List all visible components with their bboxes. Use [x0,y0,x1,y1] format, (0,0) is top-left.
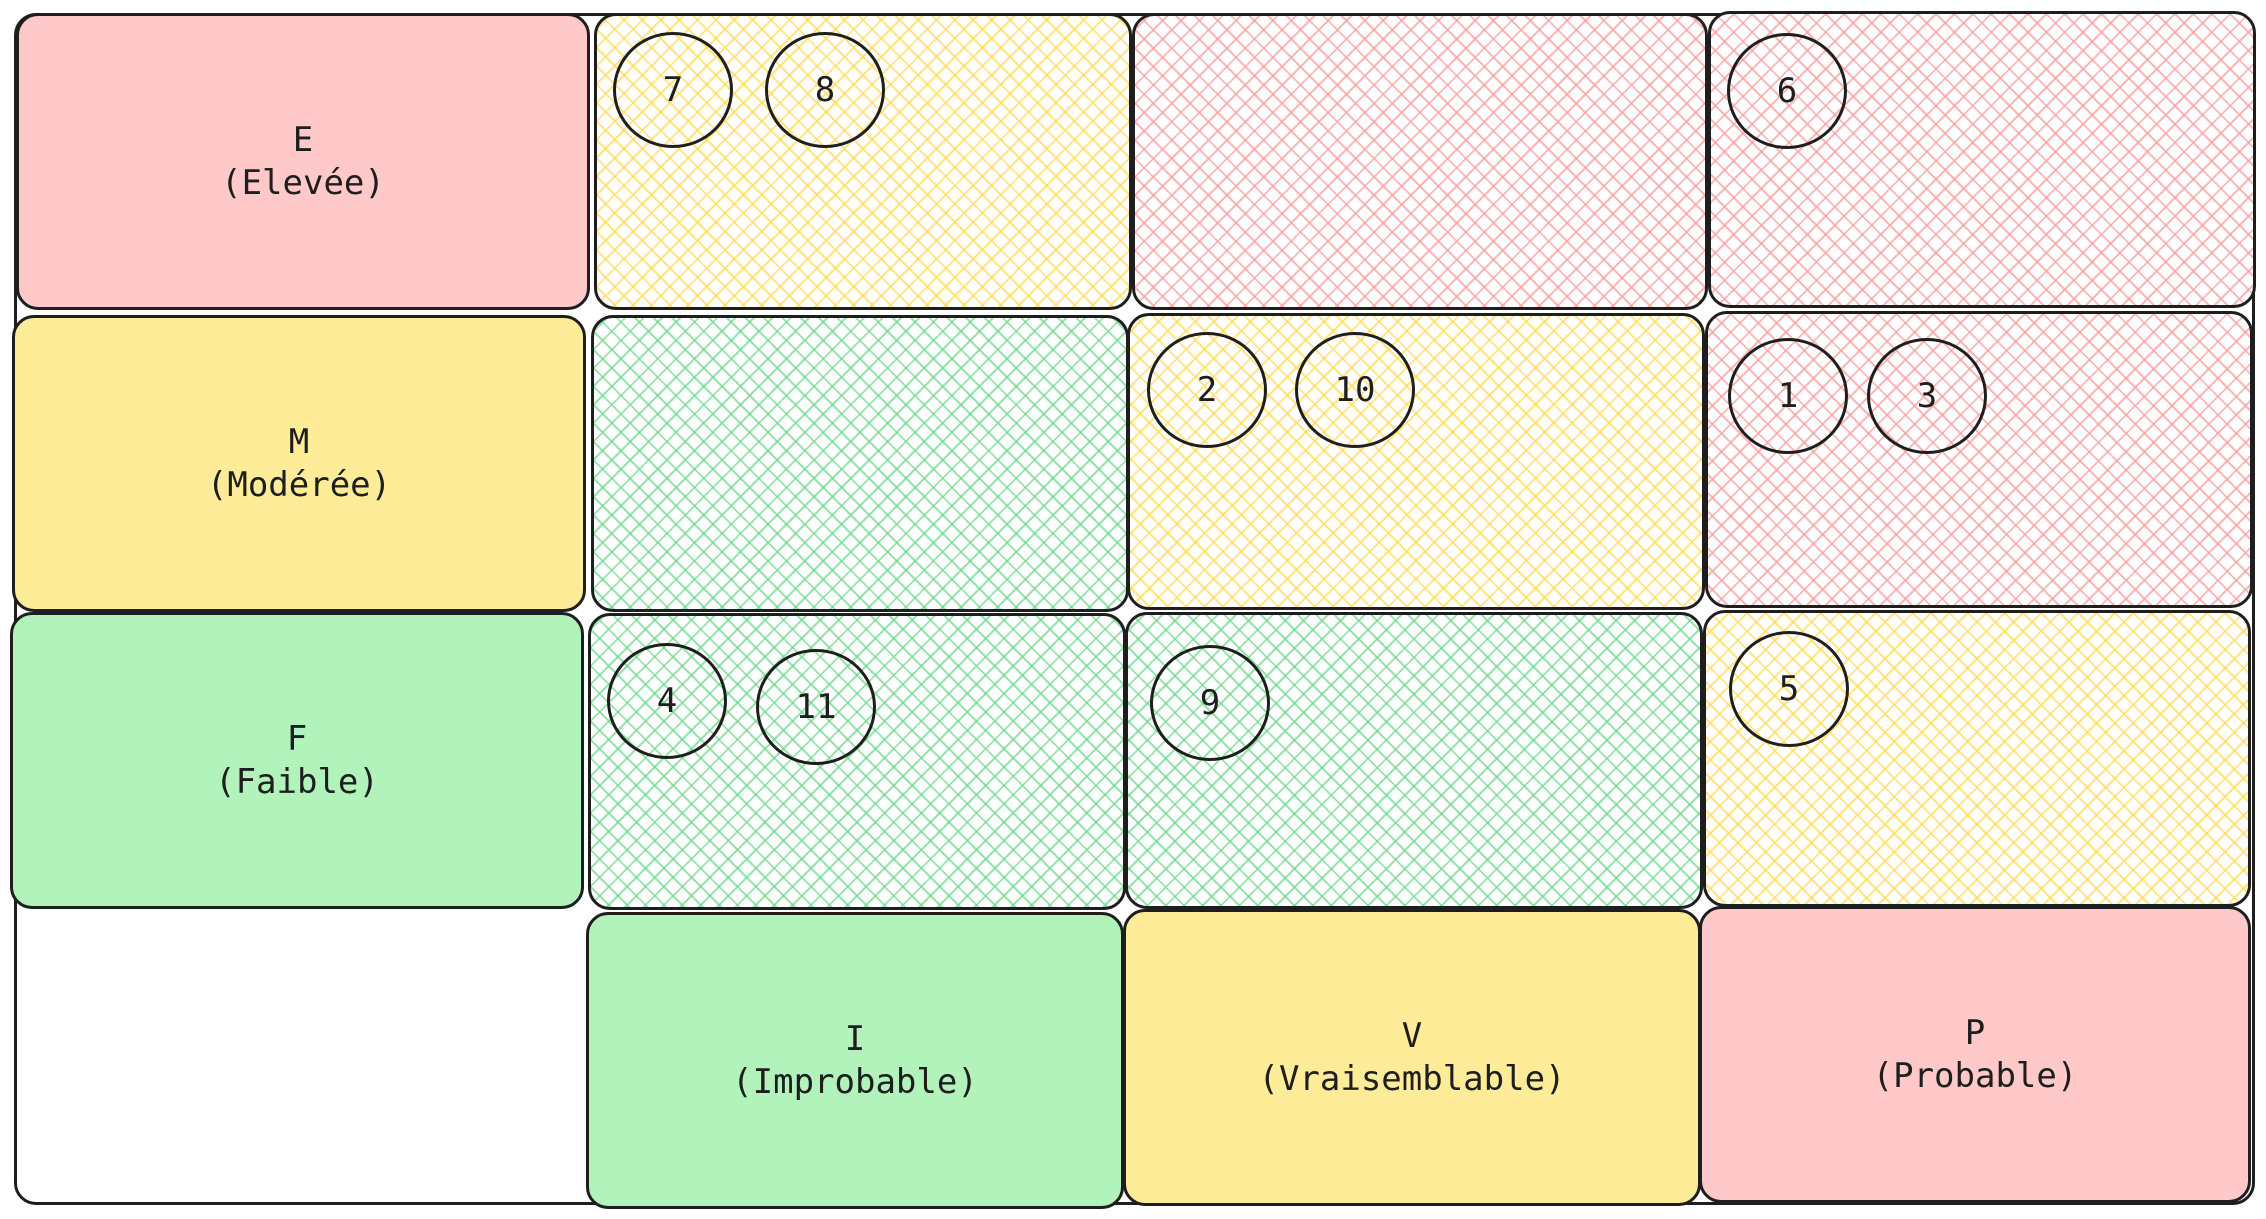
risk-cell-m-i [591,315,1129,612]
likelihood-label: (Vraisemblable) [1258,1058,1566,1099]
risk-cell-e-v [1132,13,1708,310]
likelihood-code: I [844,1018,866,1059]
likelihood-label: (Improbable) [732,1061,978,1102]
risk-cell-f-p: 5 [1703,610,2251,907]
severity-code: M [288,421,310,462]
risk-item-marker: 6 [1727,33,1847,149]
risk-item-marker: 3 [1867,338,1987,454]
likelihood-code: P [1964,1012,1986,1053]
likelihood-code: V [1401,1015,1423,1056]
risk-item-marker: 4 [607,643,727,759]
severity-label: (Elevée) [221,162,385,203]
severity-header-moderee: M (Modérée) [12,315,586,612]
likelihood-header-improbable: I (Improbable) [586,912,1124,1209]
risk-item-marker: 9 [1150,645,1270,761]
risk-item-marker: 10 [1295,332,1415,448]
risk-item-marker: 7 [613,32,733,148]
risk-cell-m-p: 1 3 [1705,311,2253,608]
severity-header-elevee: E (Elevée) [16,13,590,310]
risk-cell-m-v: 2 10 [1127,313,1705,610]
likelihood-header-vraisemblable: V (Vraisemblable) [1123,909,1701,1206]
risk-cell-e-p: 6 [1708,11,2256,308]
likelihood-label: (Probable) [1872,1055,2078,1096]
severity-code: F [286,718,308,759]
severity-code: E [292,119,314,160]
likelihood-header-probable: P (Probable) [1699,906,2251,1203]
risk-cell-f-i: 4 11 [588,613,1126,910]
risk-cell-e-i: 7 8 [594,13,1132,310]
severity-header-faible: F (Faible) [10,612,584,909]
risk-item-marker: 2 [1147,332,1267,448]
risk-item-marker: 5 [1729,631,1849,747]
risk-item-marker: 8 [765,32,885,148]
severity-label: (Faible) [215,761,379,802]
risk-item-marker: 1 [1728,338,1848,454]
severity-label: (Modérée) [206,464,392,505]
risk-cell-f-v: 9 [1125,612,1703,909]
risk-item-marker: 11 [756,649,876,765]
